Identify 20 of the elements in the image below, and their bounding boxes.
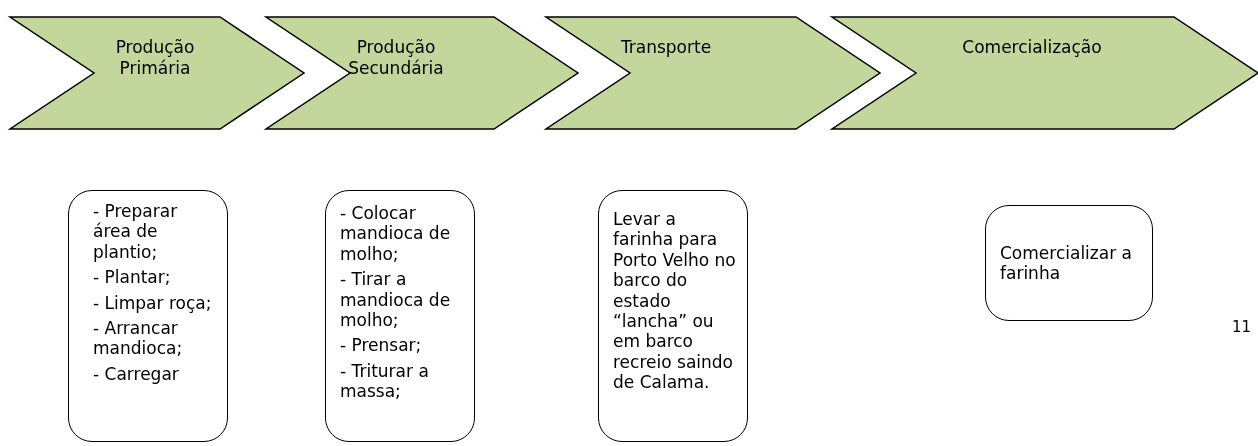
activity-box bbox=[325, 190, 475, 442]
page-number: 11 bbox=[1232, 318, 1252, 336]
activity-text: - Colocar mandioca de molho; bbox=[340, 203, 452, 265]
activity-box bbox=[985, 205, 1153, 321]
activity-text: - Carregar bbox=[93, 363, 180, 385]
stage-title: Comercialização bbox=[961, 37, 1103, 59]
activity-text: Levar a farinha para Porto Velho no barco do estado “lancha” ou em barco recreio saindo de Calama. bbox=[613, 209, 737, 393]
activity-text: - Preparar área de plantio; bbox=[93, 201, 179, 263]
activity-text: - Tirar a mandioca de molho; bbox=[340, 269, 452, 331]
activity-text: - Arrancar mandioca; bbox=[93, 317, 184, 359]
stage-title: Produção Secundária bbox=[347, 37, 445, 80]
activity-text: - Plantar; bbox=[93, 267, 172, 288]
activity-text: - Prensar; bbox=[340, 335, 423, 356]
activity-box bbox=[598, 190, 748, 442]
activity-text: - Limpar roça; bbox=[93, 292, 213, 313]
activity-text: Comercializar a farinha bbox=[1000, 242, 1133, 284]
stage-title: Transporte bbox=[619, 37, 713, 59]
activity-box bbox=[68, 190, 228, 442]
stage-title: Produção Primária bbox=[114, 37, 196, 80]
activity-text: - Triturar a massa; bbox=[340, 360, 430, 402]
